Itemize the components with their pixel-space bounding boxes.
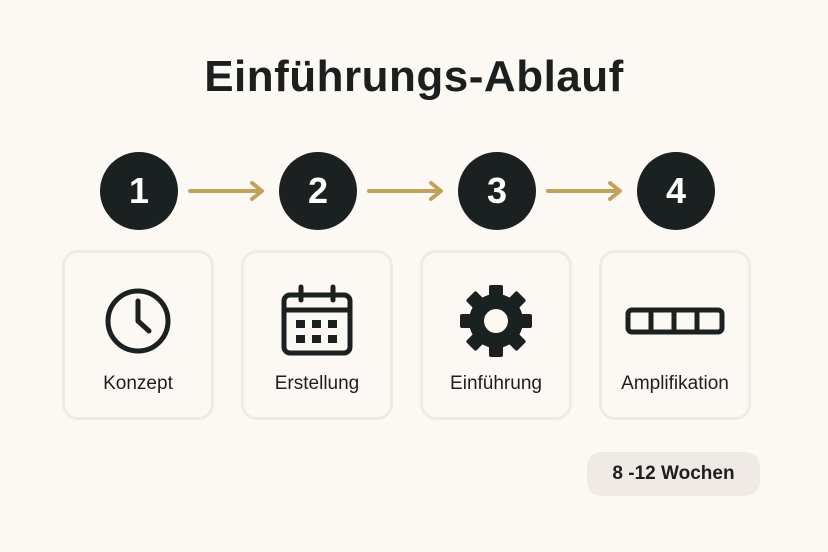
page-title: Einführungs-Ablauf	[204, 52, 624, 101]
arrow-right-icon	[546, 181, 622, 201]
step-label: Amplifikation	[621, 373, 729, 394]
step-label: Erstellung	[274, 373, 360, 394]
step-card-amplifikation: Amplifikation	[599, 250, 751, 420]
step-1-number: 1	[100, 152, 178, 230]
step-card-einfuehrung: Einführung	[420, 250, 572, 420]
step-card-erstellung: Erstellung	[241, 250, 393, 420]
gear-icon	[423, 283, 569, 359]
duration-badge: 8 -12 Wochen	[587, 452, 760, 496]
clock-icon	[65, 283, 211, 359]
step-label: Konzept	[103, 373, 173, 394]
step-3-number: 3	[458, 152, 536, 230]
calendar-icon	[244, 283, 390, 359]
step-2-number: 2	[279, 152, 357, 230]
arrow-right-icon	[367, 181, 443, 201]
step-label: Einführung	[450, 373, 542, 394]
step-4-number: 4	[637, 152, 715, 230]
arrow-right-icon	[188, 181, 264, 201]
step-card-konzept: Konzept	[62, 250, 214, 420]
progress-bar-icon	[602, 283, 748, 359]
